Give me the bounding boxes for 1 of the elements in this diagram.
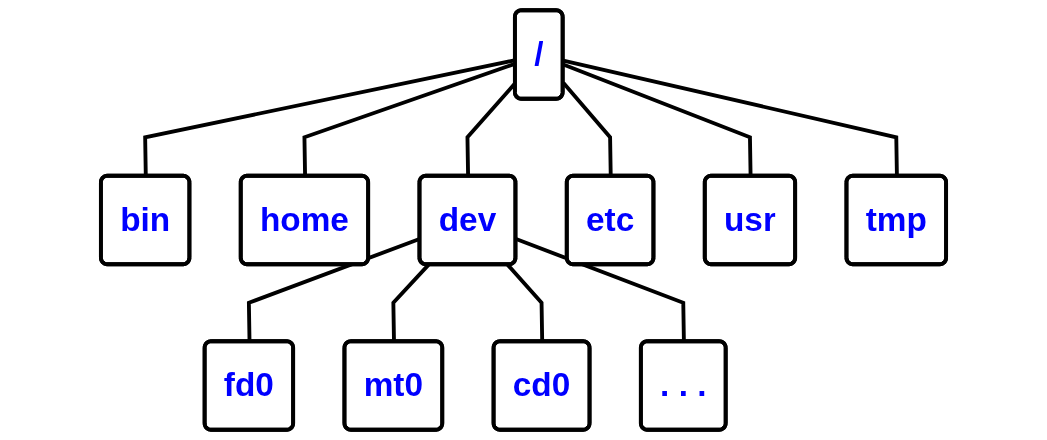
- connector: [506, 263, 545, 342]
